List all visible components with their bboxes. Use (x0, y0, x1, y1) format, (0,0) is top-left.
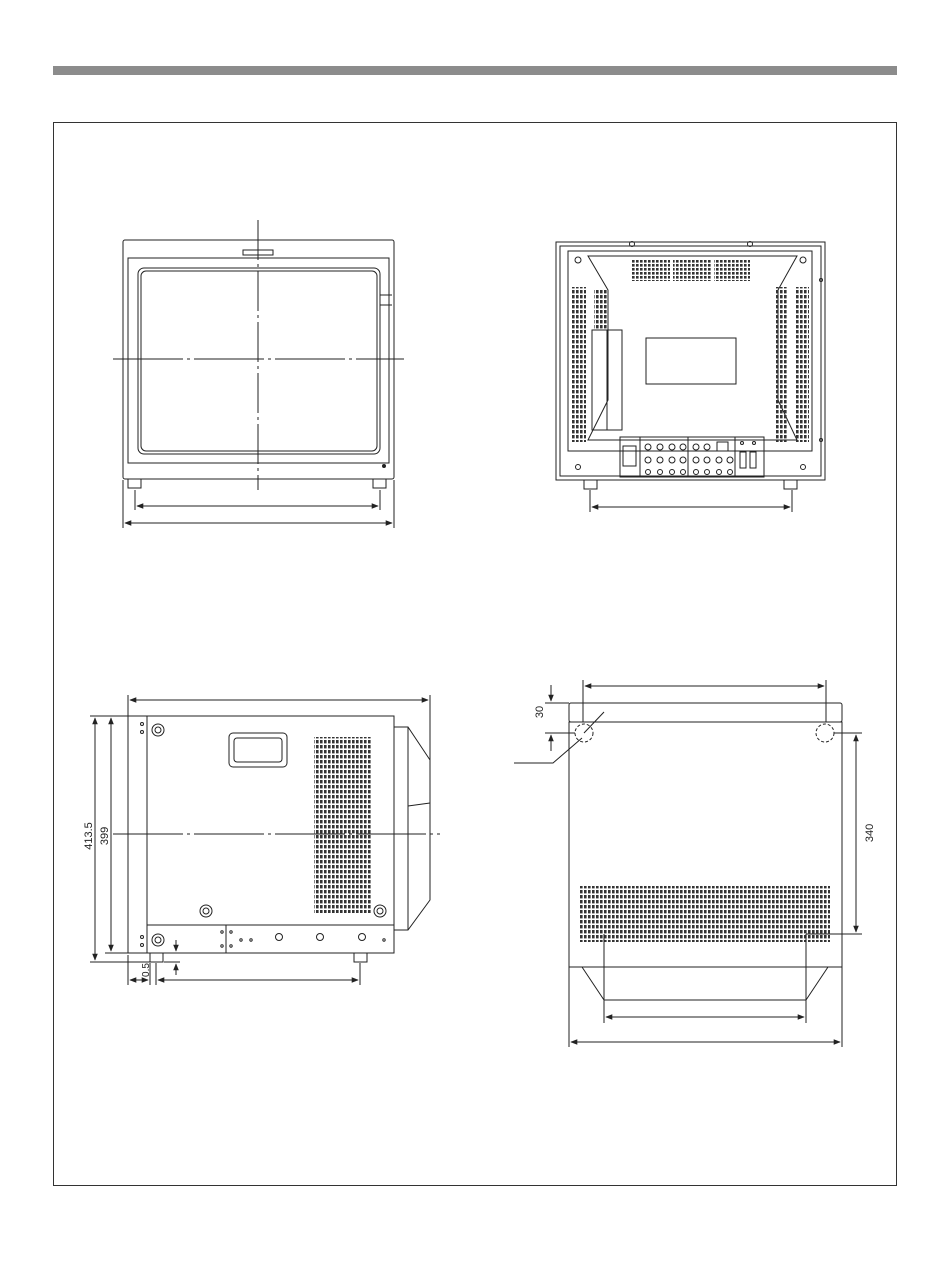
bottom-vents (580, 886, 830, 942)
bottom-foot-front-right (816, 724, 834, 742)
side-vents (314, 737, 372, 913)
rear-connector-panel (620, 437, 764, 477)
rear-label-plate (646, 338, 736, 384)
side-overall-height-label: 413.5 (83, 822, 95, 850)
front-screen-outer (138, 268, 380, 454)
side-body-height-label: 399 (99, 827, 111, 845)
front-view (113, 220, 404, 528)
side-view (90, 695, 440, 985)
bottom-foot-depth-label: 340 (864, 824, 876, 842)
front-foot-left (128, 479, 141, 488)
bottom-view (514, 680, 862, 1047)
side-foot-offset-label: 0.5 (141, 963, 152, 977)
ac-inlet (623, 446, 636, 466)
rear-view (556, 242, 825, 513)
bottom-front-offset-label: 30 (534, 706, 546, 718)
front-screen (141, 271, 377, 451)
bottom-front-bezel (569, 703, 842, 722)
front-foot-right (373, 479, 386, 488)
